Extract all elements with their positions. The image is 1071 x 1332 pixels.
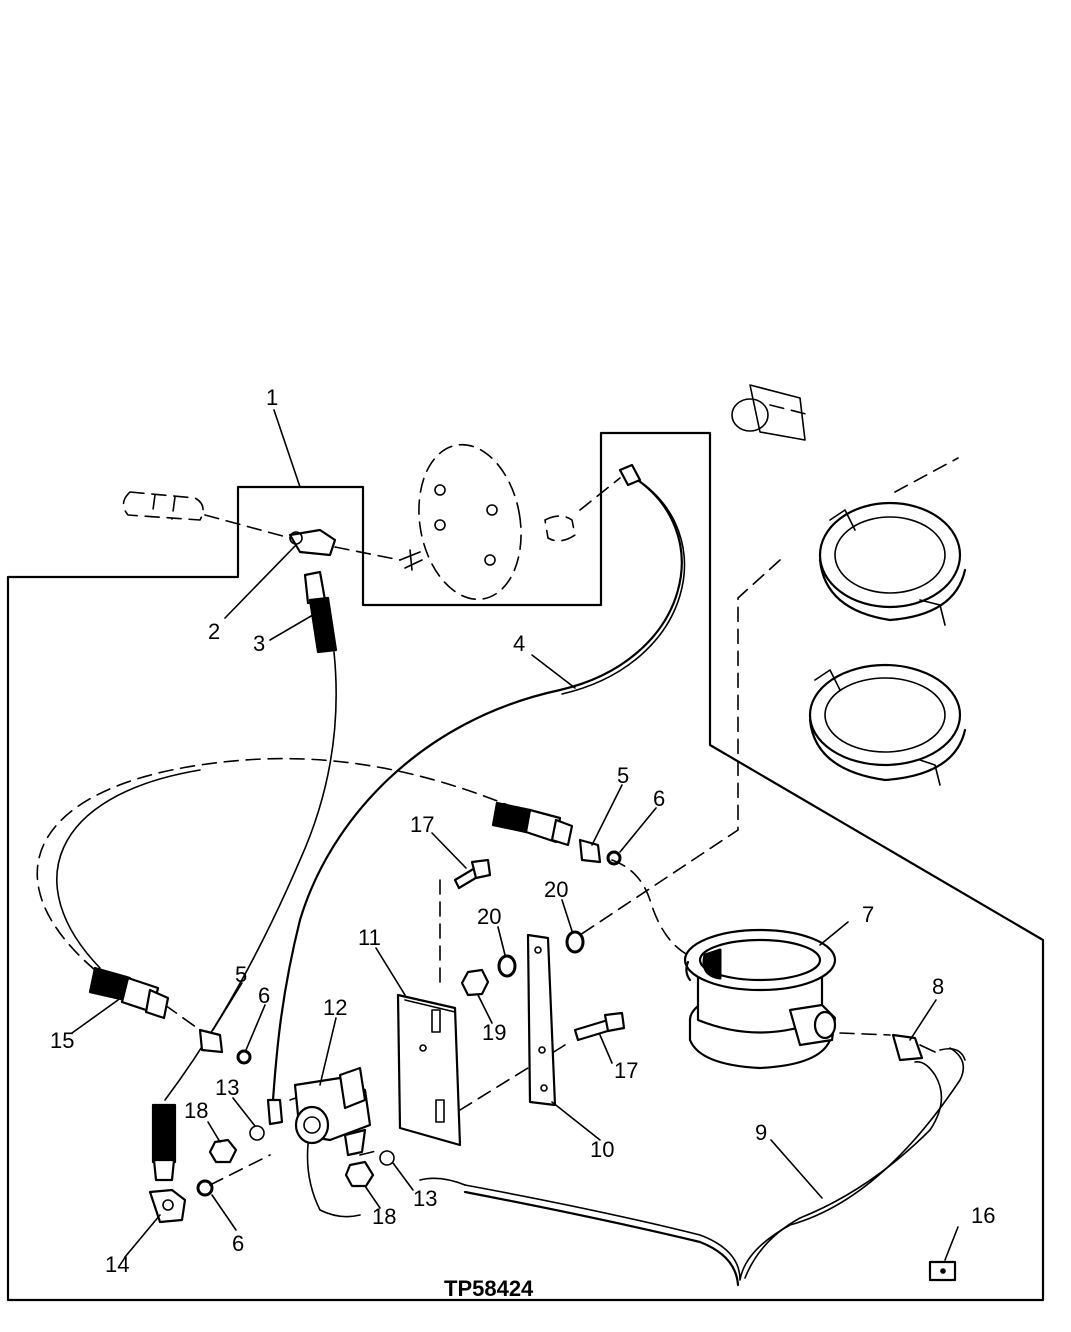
callout-6-mid: 6: [258, 983, 270, 1008]
strap-10: [526, 933, 557, 1107]
callout-20-right: 20: [544, 877, 568, 902]
washer-20-left: [497, 954, 517, 978]
valve-body-12: [293, 1066, 372, 1157]
hose-end-lower: [151, 1103, 177, 1182]
clip-16: [928, 1260, 957, 1282]
nut-18-left: [208, 1138, 238, 1164]
elbow-5-upper: [578, 838, 602, 864]
grip-handle-outline: [122, 491, 204, 521]
connector-4: [618, 463, 642, 487]
plate-11: [396, 993, 462, 1147]
cable-4: [271, 473, 683, 1102]
fitting-8: [891, 1033, 936, 1062]
hose-3: [164, 651, 337, 1101]
o-ring-6-lower: [196, 1179, 214, 1197]
o-ring-6-upper: [606, 850, 622, 866]
callout-10: 10: [590, 1137, 614, 1162]
callout-5-upper: 5: [617, 763, 629, 788]
boundary-outline: [6, 431, 1045, 1302]
callout-16: 16: [971, 1203, 995, 1228]
callout-2: 2: [208, 619, 220, 644]
bolt-17-right: [573, 1011, 626, 1042]
nut-19: [460, 968, 490, 997]
tee-fitting-2: [288, 528, 337, 557]
callout-9: 9: [755, 1120, 767, 1145]
callout-17-right: 17: [614, 1058, 638, 1083]
o-ring-6-mid: [236, 1049, 252, 1065]
callout-15: 15: [50, 1028, 74, 1053]
callout-4: 4: [513, 631, 525, 656]
small-fitting-outline: [544, 515, 576, 542]
washer-20-right: [565, 930, 585, 954]
callout-6-upper: 6: [653, 786, 665, 811]
washer-13-left: [249, 1125, 265, 1141]
callout-3: 3: [253, 631, 265, 656]
callout-7: 7: [862, 902, 874, 927]
callout-18-right: 18: [372, 1204, 396, 1229]
callout-13-left: 13: [215, 1075, 239, 1100]
callout-labels: 1 2 3 4 5 6 7 8 9 10 11 12 13 13 14 15 1…: [50, 385, 995, 1277]
clamp-upper: [818, 501, 967, 626]
callout-5-lower: 5: [235, 962, 247, 987]
hose-end-15: [88, 966, 170, 1020]
callout-1: 1: [266, 385, 278, 410]
elbow-fitting-14: [148, 1188, 187, 1224]
hose-end-3: [303, 570, 338, 654]
figure-code: TP58424: [444, 1276, 534, 1301]
callout-11: 11: [358, 925, 381, 950]
callout-12: 12: [323, 995, 347, 1020]
callout-19: 19: [482, 1020, 506, 1045]
housing-7: [683, 928, 837, 1070]
callout-13-right: 13: [413, 1186, 437, 1211]
cable-end-4: [266, 1098, 284, 1126]
bolt-17-upper: [453, 858, 492, 890]
washer-13-right: [379, 1150, 395, 1166]
leader-lines: [71, 409, 959, 1261]
nut-18-right: [344, 1160, 375, 1188]
hose-15: [36, 757, 521, 971]
callout-17-upper: 17: [410, 812, 434, 837]
clamp-lower: [808, 663, 967, 786]
hose-9: [464, 1047, 965, 1281]
bracket-top-right: [731, 384, 811, 441]
callout-20-left: 20: [477, 904, 501, 929]
callout-18-left: 18: [184, 1098, 208, 1123]
callout-14: 14: [105, 1252, 129, 1277]
callout-6-lower: 6: [232, 1231, 244, 1256]
elbow-5-lower: [198, 1028, 224, 1054]
hose-end-upper: [491, 801, 574, 847]
callout-8: 8: [932, 974, 944, 999]
mounting-plate-outline: [418, 443, 522, 601]
